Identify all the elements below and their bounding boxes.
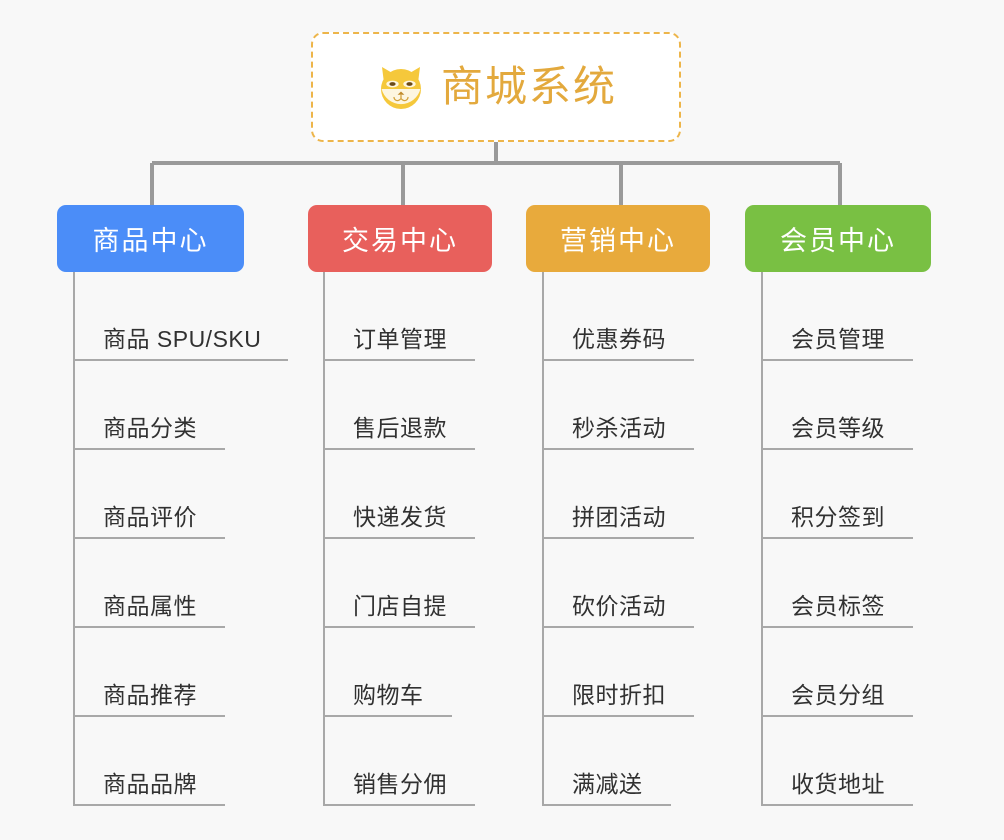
leaf-label: 收货地址 bbox=[791, 771, 885, 797]
branch-header-label: 交易中心 bbox=[342, 226, 458, 256]
leaf-trunk-product-center bbox=[73, 272, 75, 806]
branch-header-member-center[interactable]: 会员中心 bbox=[745, 205, 931, 272]
leaf-list-marketing-center: 优惠券码秒杀活动拼团活动砍价活动限时折扣满减送 bbox=[542, 272, 694, 806]
leaf-underline bbox=[542, 537, 694, 539]
leaf-underline bbox=[73, 804, 225, 806]
leaf-label: 优惠券码 bbox=[572, 326, 666, 352]
leaf-item[interactable]: 售后退款 bbox=[323, 361, 475, 450]
leaf-item[interactable]: 商品分类 bbox=[73, 361, 261, 450]
leaf-label: 商品属性 bbox=[103, 593, 197, 619]
leaf-item[interactable]: 会员等级 bbox=[761, 361, 913, 450]
leaf-label: 商品分类 bbox=[103, 415, 197, 441]
leaf-underline bbox=[73, 715, 225, 717]
leaf-underline bbox=[761, 537, 913, 539]
leaf-label: 满减送 bbox=[572, 771, 643, 797]
leaf-item[interactable]: 门店自提 bbox=[323, 539, 475, 628]
leaf-list-product-center: 商品 SPU/SKU 商品分类商品评价商品属性商品推荐商品品牌 bbox=[73, 272, 288, 806]
leaf-underline bbox=[542, 804, 671, 806]
leaf-trunk-member-center bbox=[761, 272, 763, 806]
leaf-underline bbox=[323, 359, 475, 361]
leaf-list-trade-center: 订单管理售后退款快递发货门店自提购物车销售分佣 bbox=[323, 272, 475, 806]
leaf-trunk-marketing-center bbox=[542, 272, 544, 806]
leaf-label: 销售分佣 bbox=[353, 771, 447, 797]
leaf-item[interactable]: 商品 SPU/SKU bbox=[73, 272, 288, 361]
leaf-underline bbox=[323, 804, 475, 806]
leaf-underline bbox=[542, 448, 694, 450]
root-title: 商城系统 bbox=[440, 63, 617, 110]
leaf-underline bbox=[323, 448, 475, 450]
leaf-underline bbox=[73, 448, 225, 450]
branch-header-product-center[interactable]: 商品中心 bbox=[57, 205, 244, 272]
leaf-item[interactable]: 商品属性 bbox=[73, 539, 261, 628]
leaf-item[interactable]: 拼团活动 bbox=[542, 450, 694, 539]
leaf-item[interactable]: 购物车 bbox=[323, 628, 452, 717]
leaf-underline bbox=[761, 715, 913, 717]
leaf-label: 购物车 bbox=[353, 682, 424, 708]
leaf-item[interactable]: 销售分佣 bbox=[323, 717, 475, 806]
leaf-label: 商品评价 bbox=[103, 504, 197, 530]
leaf-underline bbox=[73, 626, 225, 628]
leaf-item[interactable]: 满减送 bbox=[542, 717, 671, 806]
leaf-item[interactable]: 收货地址 bbox=[761, 717, 913, 806]
leaf-underline bbox=[323, 626, 475, 628]
leaf-item[interactable]: 订单管理 bbox=[323, 272, 475, 361]
branch-header-label: 商品中心 bbox=[92, 226, 209, 256]
branch-header-label: 会员中心 bbox=[780, 226, 896, 256]
leaf-label: 快递发货 bbox=[353, 504, 447, 530]
leaf-label: 商品推荐 bbox=[103, 682, 197, 708]
leaf-label: 订单管理 bbox=[353, 326, 447, 352]
branch-header-trade-center[interactable]: 交易中心 bbox=[308, 205, 492, 272]
leaf-label: 限时折扣 bbox=[572, 682, 666, 708]
leaf-item[interactable]: 商品推荐 bbox=[73, 628, 261, 717]
leaf-underline bbox=[761, 359, 913, 361]
branch-header-label: 营销中心 bbox=[560, 226, 676, 256]
leaf-underline bbox=[542, 359, 694, 361]
leaf-list-member-center: 会员管理会员等级积分签到会员标签会员分组收货地址 bbox=[761, 272, 913, 806]
leaf-underline bbox=[323, 715, 452, 717]
branch-header-marketing-center[interactable]: 营销中心 bbox=[526, 205, 710, 272]
leaf-item[interactable]: 优惠券码 bbox=[542, 272, 694, 361]
leaf-trunk-trade-center bbox=[323, 272, 325, 806]
leaf-item[interactable]: 会员分组 bbox=[761, 628, 913, 717]
leaf-item[interactable]: 限时折扣 bbox=[542, 628, 694, 717]
leaf-underline bbox=[761, 804, 913, 806]
leaf-label: 会员分组 bbox=[791, 682, 885, 708]
leaf-underline bbox=[761, 626, 913, 628]
leaf-label: 积分签到 bbox=[791, 504, 885, 530]
leaf-item[interactable]: 商品品牌 bbox=[73, 717, 261, 806]
leaf-item[interactable]: 砍价活动 bbox=[542, 539, 694, 628]
leaf-underline bbox=[73, 537, 225, 539]
leaf-label: 门店自提 bbox=[353, 593, 447, 619]
leaf-label: 商品 SPU/SKU bbox=[103, 326, 262, 352]
leaf-label: 会员管理 bbox=[791, 326, 885, 352]
leaf-label: 拼团活动 bbox=[572, 504, 666, 530]
leaf-item[interactable]: 积分签到 bbox=[761, 450, 913, 539]
leaf-label: 秒杀活动 bbox=[572, 415, 666, 441]
leaf-item[interactable]: 会员标签 bbox=[761, 539, 913, 628]
shiba-dog-face-icon bbox=[380, 67, 421, 109]
leaf-underline bbox=[542, 715, 694, 717]
leaf-underline bbox=[73, 359, 288, 361]
leaf-label: 会员等级 bbox=[791, 415, 885, 441]
leaf-item[interactable]: 会员管理 bbox=[761, 272, 913, 361]
leaf-label: 商品品牌 bbox=[103, 771, 197, 797]
leaf-item[interactable]: 快递发货 bbox=[323, 450, 475, 539]
leaf-underline bbox=[323, 537, 475, 539]
root-node[interactable]: 商城系统 bbox=[311, 32, 681, 142]
leaf-label: 会员标签 bbox=[791, 593, 885, 619]
leaf-label: 售后退款 bbox=[353, 415, 447, 441]
leaf-underline bbox=[761, 448, 913, 450]
leaf-item[interactable]: 秒杀活动 bbox=[542, 361, 694, 450]
leaf-label: 砍价活动 bbox=[572, 593, 666, 619]
leaf-item[interactable]: 商品评价 bbox=[73, 450, 261, 539]
leaf-underline bbox=[542, 626, 694, 628]
